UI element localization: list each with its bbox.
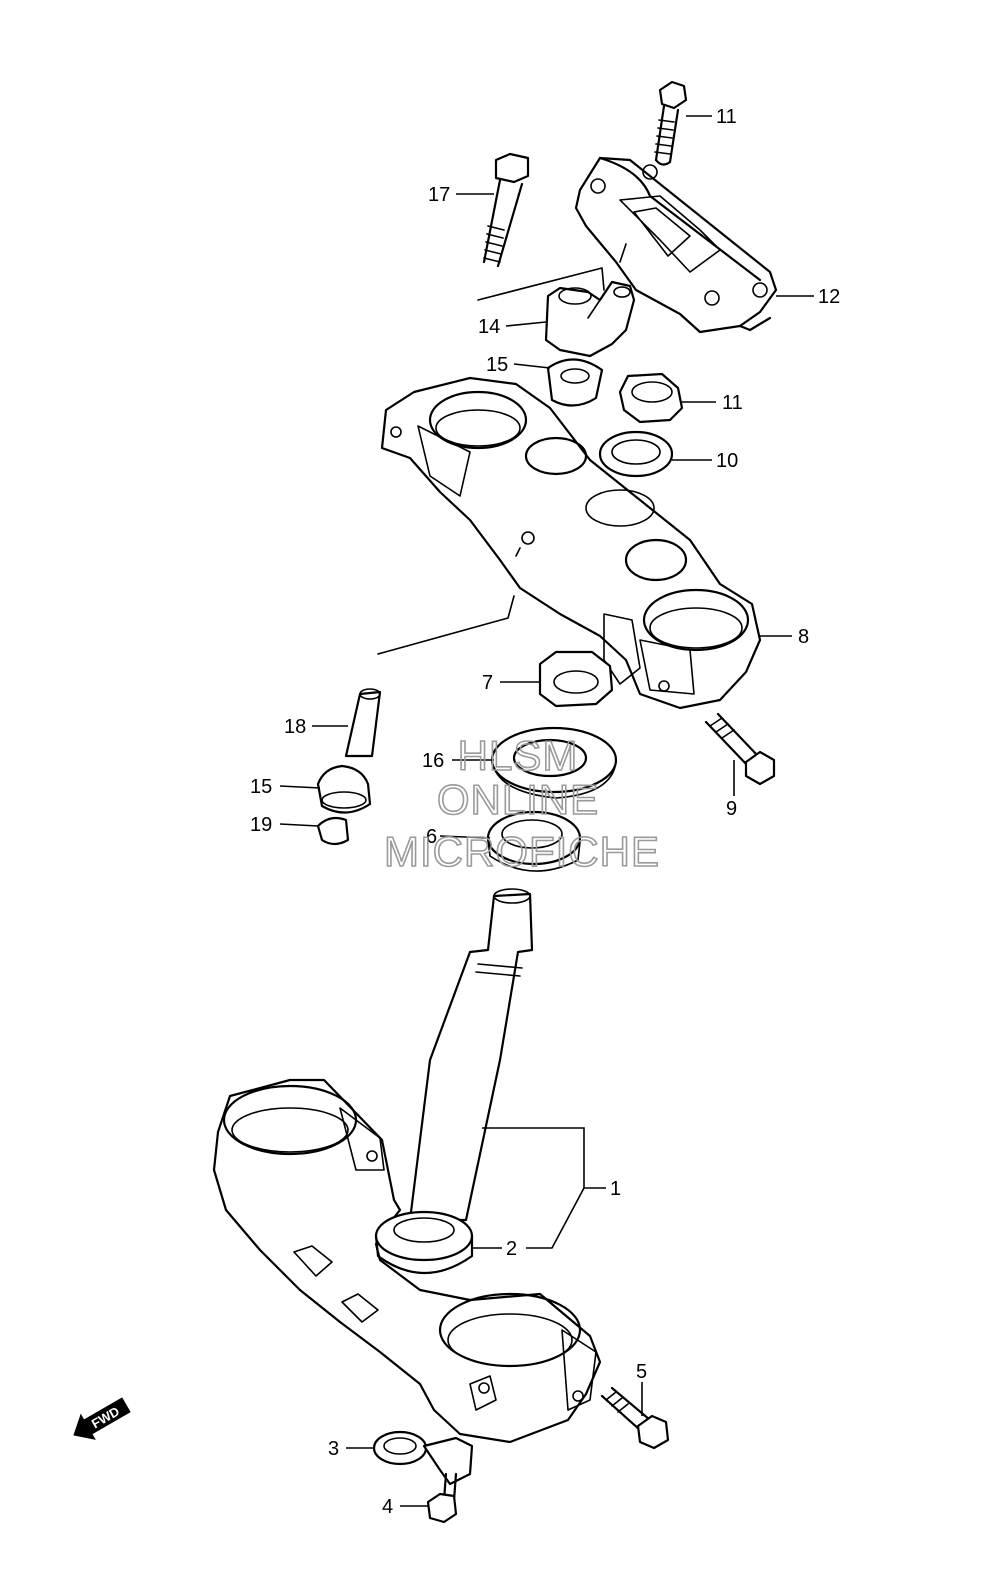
- part-18-collar[interactable]: [344, 688, 382, 758]
- callout-14: 14: [478, 316, 500, 338]
- leader-6: [439, 835, 491, 839]
- leader-15b: [279, 785, 321, 789]
- callout-17: 17: [428, 184, 450, 206]
- watermark-line-2: ONLINE: [437, 776, 599, 823]
- part-4-bolt[interactable]: [426, 1472, 458, 1524]
- leader-15a: [513, 363, 551, 369]
- part-15-cushion-lower[interactable]: [316, 764, 372, 814]
- callout-3: 3: [328, 1438, 339, 1460]
- part-17-bolt[interactable]: [482, 152, 530, 268]
- callout-15a: 15: [486, 354, 508, 376]
- callout-12: 12: [818, 286, 840, 308]
- callout-8: 8: [798, 626, 809, 648]
- callout-11: 11: [722, 392, 743, 414]
- leader-1: [482, 1127, 606, 1249]
- watermark-line-1: HLSM: [458, 732, 579, 779]
- callout-5: 5: [636, 1361, 647, 1383]
- callout-6: 6: [426, 826, 437, 848]
- callout-9: 9: [726, 798, 737, 820]
- part-11-steering-nut[interactable]: [618, 372, 684, 424]
- part-2-lower-bearing[interactable]: [374, 1210, 474, 1274]
- callout-13: 11: [716, 106, 737, 128]
- callout-15b: 15: [250, 776, 272, 798]
- callout-4: 4: [382, 1496, 393, 1518]
- watermark: HLSM ONLINE MICROFICHE: [383, 731, 660, 876]
- leader-14: [505, 321, 547, 327]
- part-1-steering-stem[interactable]: [212, 888, 602, 1444]
- part-8-upper-bracket[interactable]: [380, 376, 762, 710]
- callout-2: 2: [506, 1238, 517, 1260]
- part-10-washer[interactable]: [598, 430, 674, 478]
- callout-16: 16: [422, 750, 444, 772]
- part-7-lock-nut[interactable]: [538, 650, 614, 708]
- part-5-bolt[interactable]: [600, 1386, 670, 1450]
- callout-10: 10: [716, 450, 738, 472]
- callout-7: 7: [482, 672, 493, 694]
- part-19-nut[interactable]: [316, 816, 350, 846]
- part-9-bolt[interactable]: [704, 712, 776, 786]
- callout-18: 18: [284, 716, 306, 738]
- part-3-clamp[interactable]: [372, 1430, 474, 1486]
- callout-19: 19: [250, 814, 272, 836]
- watermark-line-3: MICROFICHE: [384, 828, 660, 875]
- callout-1: 1: [610, 1178, 621, 1200]
- part-15-cushion-upper[interactable]: [546, 358, 604, 407]
- part-12-handlebar-holder[interactable]: [574, 156, 778, 334]
- part-14-holder[interactable]: [544, 280, 636, 358]
- part-13-bolt[interactable]: [654, 80, 688, 166]
- forward-arrow-icon: FWD: [73, 1397, 131, 1440]
- leader-19: [279, 823, 319, 827]
